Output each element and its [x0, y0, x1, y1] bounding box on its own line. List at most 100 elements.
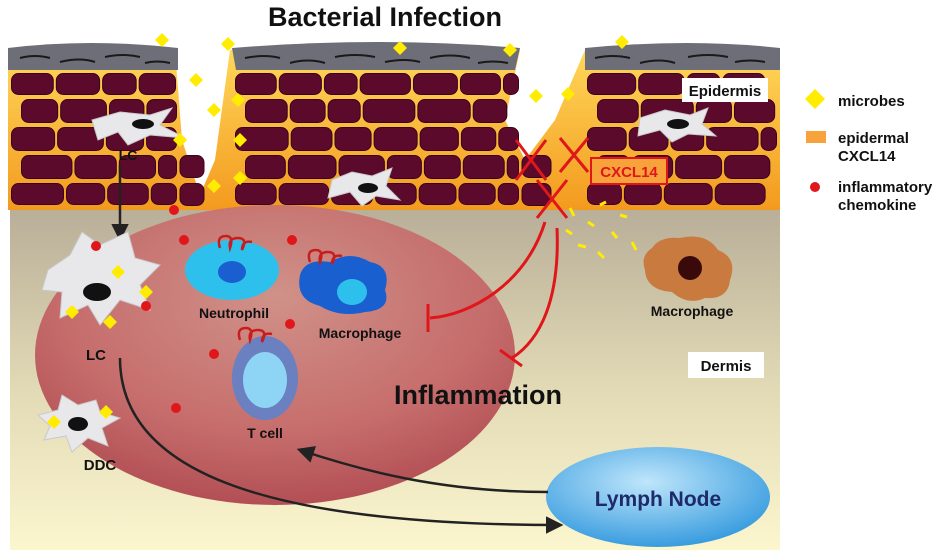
microbe-group [47, 33, 629, 429]
keratinocyte [11, 73, 54, 95]
macrophage-inflamed[interactable] [299, 248, 387, 314]
legend-chemokine-label-1: inflammatory [838, 179, 933, 196]
chemokine-dot [209, 349, 219, 359]
keratinocyte [21, 155, 73, 179]
keratinocyte [102, 73, 137, 95]
epidermal-langerhans-cell-2 [327, 167, 402, 207]
macrophage-dermis[interactable] [643, 236, 733, 301]
microbe-diamond [561, 87, 575, 101]
microbe-diamond [111, 265, 125, 279]
keratinocyte [11, 183, 65, 205]
legend-chemokine-swatch [810, 182, 820, 192]
microbe-diamond [233, 171, 247, 185]
dermal-langerhans-cell[interactable] [41, 231, 161, 326]
chemokine-dot [169, 205, 179, 215]
keratinocyte [359, 73, 411, 95]
microbe-diamond [99, 405, 113, 419]
cxcl14-label-box [590, 157, 668, 185]
keratinocyte [506, 155, 520, 179]
keratinocyte [179, 183, 205, 206]
keratinocyte [179, 155, 205, 178]
epidermal-langerhans-cell-3 [637, 107, 718, 143]
keratinocyte [458, 183, 496, 205]
keratinocyte [386, 155, 422, 179]
microbe-diamond [155, 33, 169, 47]
keratinocyte [21, 99, 59, 123]
keratinocyte [502, 73, 519, 95]
keratinocyte [587, 73, 637, 95]
chemokine-dots [91, 205, 297, 413]
keratinocyte [638, 73, 685, 95]
diagram-title: Bacterial Infection [268, 2, 502, 32]
keratinocyte [419, 127, 459, 151]
keratinocyte [623, 183, 662, 205]
t-cell[interactable] [232, 326, 298, 420]
microbe-diamond [503, 43, 517, 57]
keratinocyte [245, 155, 286, 179]
keratinocyte [587, 127, 627, 151]
keratinocyte [675, 155, 723, 179]
t-cell-label: T cell [247, 425, 283, 441]
keratinocyte [57, 127, 104, 151]
keratinocyte [724, 155, 771, 179]
dermis-label: Dermis [701, 358, 752, 375]
keratinocyte [290, 127, 333, 151]
keratinocyte [733, 99, 776, 123]
lymph-node-label: Lymph Node [595, 488, 721, 511]
keratinocyte [462, 155, 505, 179]
neutrophil-label: Neutrophil [199, 305, 269, 321]
microbe-diamond [221, 37, 235, 51]
keratinocyte [60, 99, 107, 123]
legend-cxcl14-label-2: CXCL14 [838, 148, 896, 165]
dermis-label-box [688, 352, 764, 378]
keratinocyte [289, 99, 326, 123]
legend-chemokine-label-2: chemokine [838, 197, 916, 214]
dispersed-signal-dashes [565, 200, 638, 260]
lc-dermis-label: LC [86, 347, 106, 364]
keratinocyte [327, 99, 361, 123]
microbe-diamond [173, 133, 187, 147]
cxcl14-label: CXCL14 [600, 164, 658, 181]
keratinocyte [760, 127, 777, 151]
chemokine-dot [91, 241, 101, 251]
macrophage-dermis-label: Macrophage [651, 303, 734, 319]
lymph-node[interactable]: Lymph Node [546, 447, 770, 547]
keratinocyte [323, 73, 358, 95]
keratinocyte [418, 183, 457, 205]
keratinocyte [150, 183, 177, 205]
keratinocyte [107, 183, 149, 205]
keratinocyte [138, 73, 177, 95]
microbe-diamond [139, 285, 153, 299]
keratinocyte [597, 99, 639, 123]
chemokine-dot [179, 235, 189, 245]
keratinocyte [714, 183, 766, 205]
microbe-diamond [529, 89, 543, 103]
keratinocyte [497, 183, 520, 205]
ddc-label: DDC [84, 457, 117, 474]
microbe-diamond [393, 41, 407, 55]
keratinocyte [11, 127, 56, 151]
keratinocyte [287, 155, 337, 179]
keratinocyte [157, 155, 178, 179]
keratinocyte [74, 155, 117, 179]
legend: microbes epidermal CXCL14 inflammatory c… [805, 89, 933, 214]
chemokine-dot [285, 319, 295, 329]
legend-microbes-label: microbes [838, 93, 905, 110]
keratinocyte [66, 183, 106, 205]
epidermis-label: Epidermis [689, 83, 762, 100]
keratinocyte [472, 99, 508, 123]
keratinocyte [373, 127, 418, 151]
lc-epidermis-label: LC [119, 147, 138, 163]
microbe-diamond [207, 103, 221, 117]
inhibition-lines [426, 221, 559, 368]
legend-microbe-swatch [805, 89, 825, 109]
keratinocyte [235, 183, 277, 205]
keratinocyte [706, 127, 759, 151]
microbe-diamond [65, 305, 79, 319]
dermal-dendritic-cell[interactable] [36, 394, 122, 453]
legend-cxcl14-label-1: epidermal [838, 130, 909, 147]
neutrophil-cell[interactable] [185, 234, 279, 300]
microbe-diamond [231, 93, 245, 107]
chemokine-dot [141, 301, 151, 311]
